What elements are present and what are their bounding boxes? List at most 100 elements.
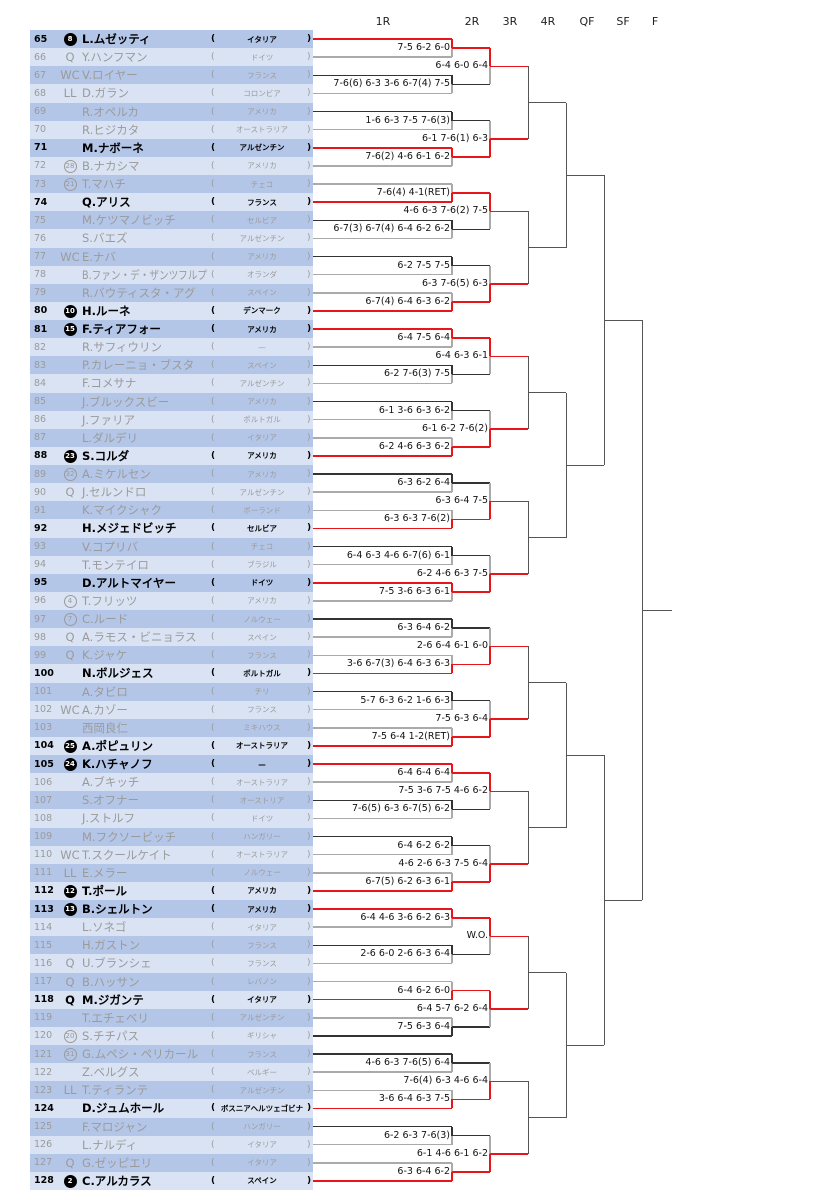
- player-name[interactable]: B.ハッサン: [82, 974, 140, 989]
- player-name[interactable]: G.ゼッピエリ: [82, 1155, 153, 1170]
- player-name[interactable]: F.ティアフォー: [82, 322, 161, 337]
- player-name[interactable]: Q.アリス: [82, 195, 131, 210]
- player-name[interactable]: R.バウティスタ・アグ: [82, 285, 196, 300]
- player-name[interactable]: N.ボルジェス: [82, 666, 154, 681]
- player-name[interactable]: C.ルード: [82, 612, 129, 627]
- player-name[interactable]: T.エチェベリ: [82, 1010, 149, 1025]
- player-name[interactable]: S.チチパス: [82, 1028, 139, 1043]
- player-name[interactable]: M.ケツマノビッチ: [82, 213, 176, 228]
- player-name[interactable]: L.ナルディ: [82, 1137, 138, 1152]
- player-name[interactable]: R.オペルカ: [82, 104, 139, 119]
- player-name[interactable]: K.マイクシャク: [82, 503, 162, 518]
- player-name[interactable]: G.ムペシ・ペリカール: [82, 1047, 199, 1062]
- player-name[interactable]: A.カゾー: [82, 702, 128, 717]
- player-name[interactable]: M.ジガンテ: [82, 992, 144, 1007]
- player-name[interactable]: H.メジェドビッチ: [82, 521, 177, 536]
- player-name[interactable]: T.スクールケイト: [82, 847, 172, 862]
- player-name[interactable]: L.ムゼッティ: [82, 32, 151, 47]
- player-name[interactable]: T.モンテイロ: [82, 557, 149, 572]
- player-name[interactable]: S.オフナー: [82, 793, 139, 808]
- player-name[interactable]: L.ソネゴ: [82, 920, 127, 935]
- player-name[interactable]: A.ミケルセン: [82, 467, 151, 482]
- player-name[interactable]: M.フクソービッチ: [82, 829, 177, 844]
- player-name[interactable]: D.ガラン: [82, 86, 130, 101]
- player-name[interactable]: Y.ハンフマン: [82, 50, 148, 65]
- player-name[interactable]: D.アルトマイヤー: [82, 575, 176, 590]
- player-name[interactable]: J.ブルックスビー: [82, 394, 170, 409]
- player-name[interactable]: T.マハチ: [82, 177, 126, 192]
- player-name[interactable]: A.ポピュリン: [82, 738, 153, 753]
- player-name[interactable]: J.ファリア: [82, 412, 136, 427]
- player-name[interactable]: V.ロイヤー: [82, 68, 138, 83]
- player-name[interactable]: 西岡良仁: [82, 720, 128, 735]
- player-name[interactable]: M.ナボーネ: [82, 140, 144, 155]
- player-name[interactable]: T.ポール: [82, 883, 127, 898]
- player-name[interactable]: V.コプリバ: [82, 539, 139, 554]
- player-name[interactable]: S.コルダ: [82, 448, 130, 463]
- player-name[interactable]: D.ジュムホール: [82, 1101, 165, 1116]
- player-name[interactable]: A.タビロ: [82, 684, 128, 699]
- player-name[interactable]: R.ヒジカタ: [82, 122, 140, 137]
- player-name[interactable]: K.ジャケ: [82, 648, 128, 663]
- player-name[interactable]: E.ナバ: [82, 249, 116, 264]
- player-name[interactable]: L.ダルデリ: [82, 430, 139, 445]
- player-name[interactable]: J.ストルフ: [82, 811, 136, 826]
- player-name[interactable]: B.ナカシマ: [82, 158, 140, 173]
- player-name[interactable]: P.カレーニョ・ブスタ: [82, 358, 195, 373]
- player-name[interactable]: F.マロジャン: [82, 1119, 148, 1134]
